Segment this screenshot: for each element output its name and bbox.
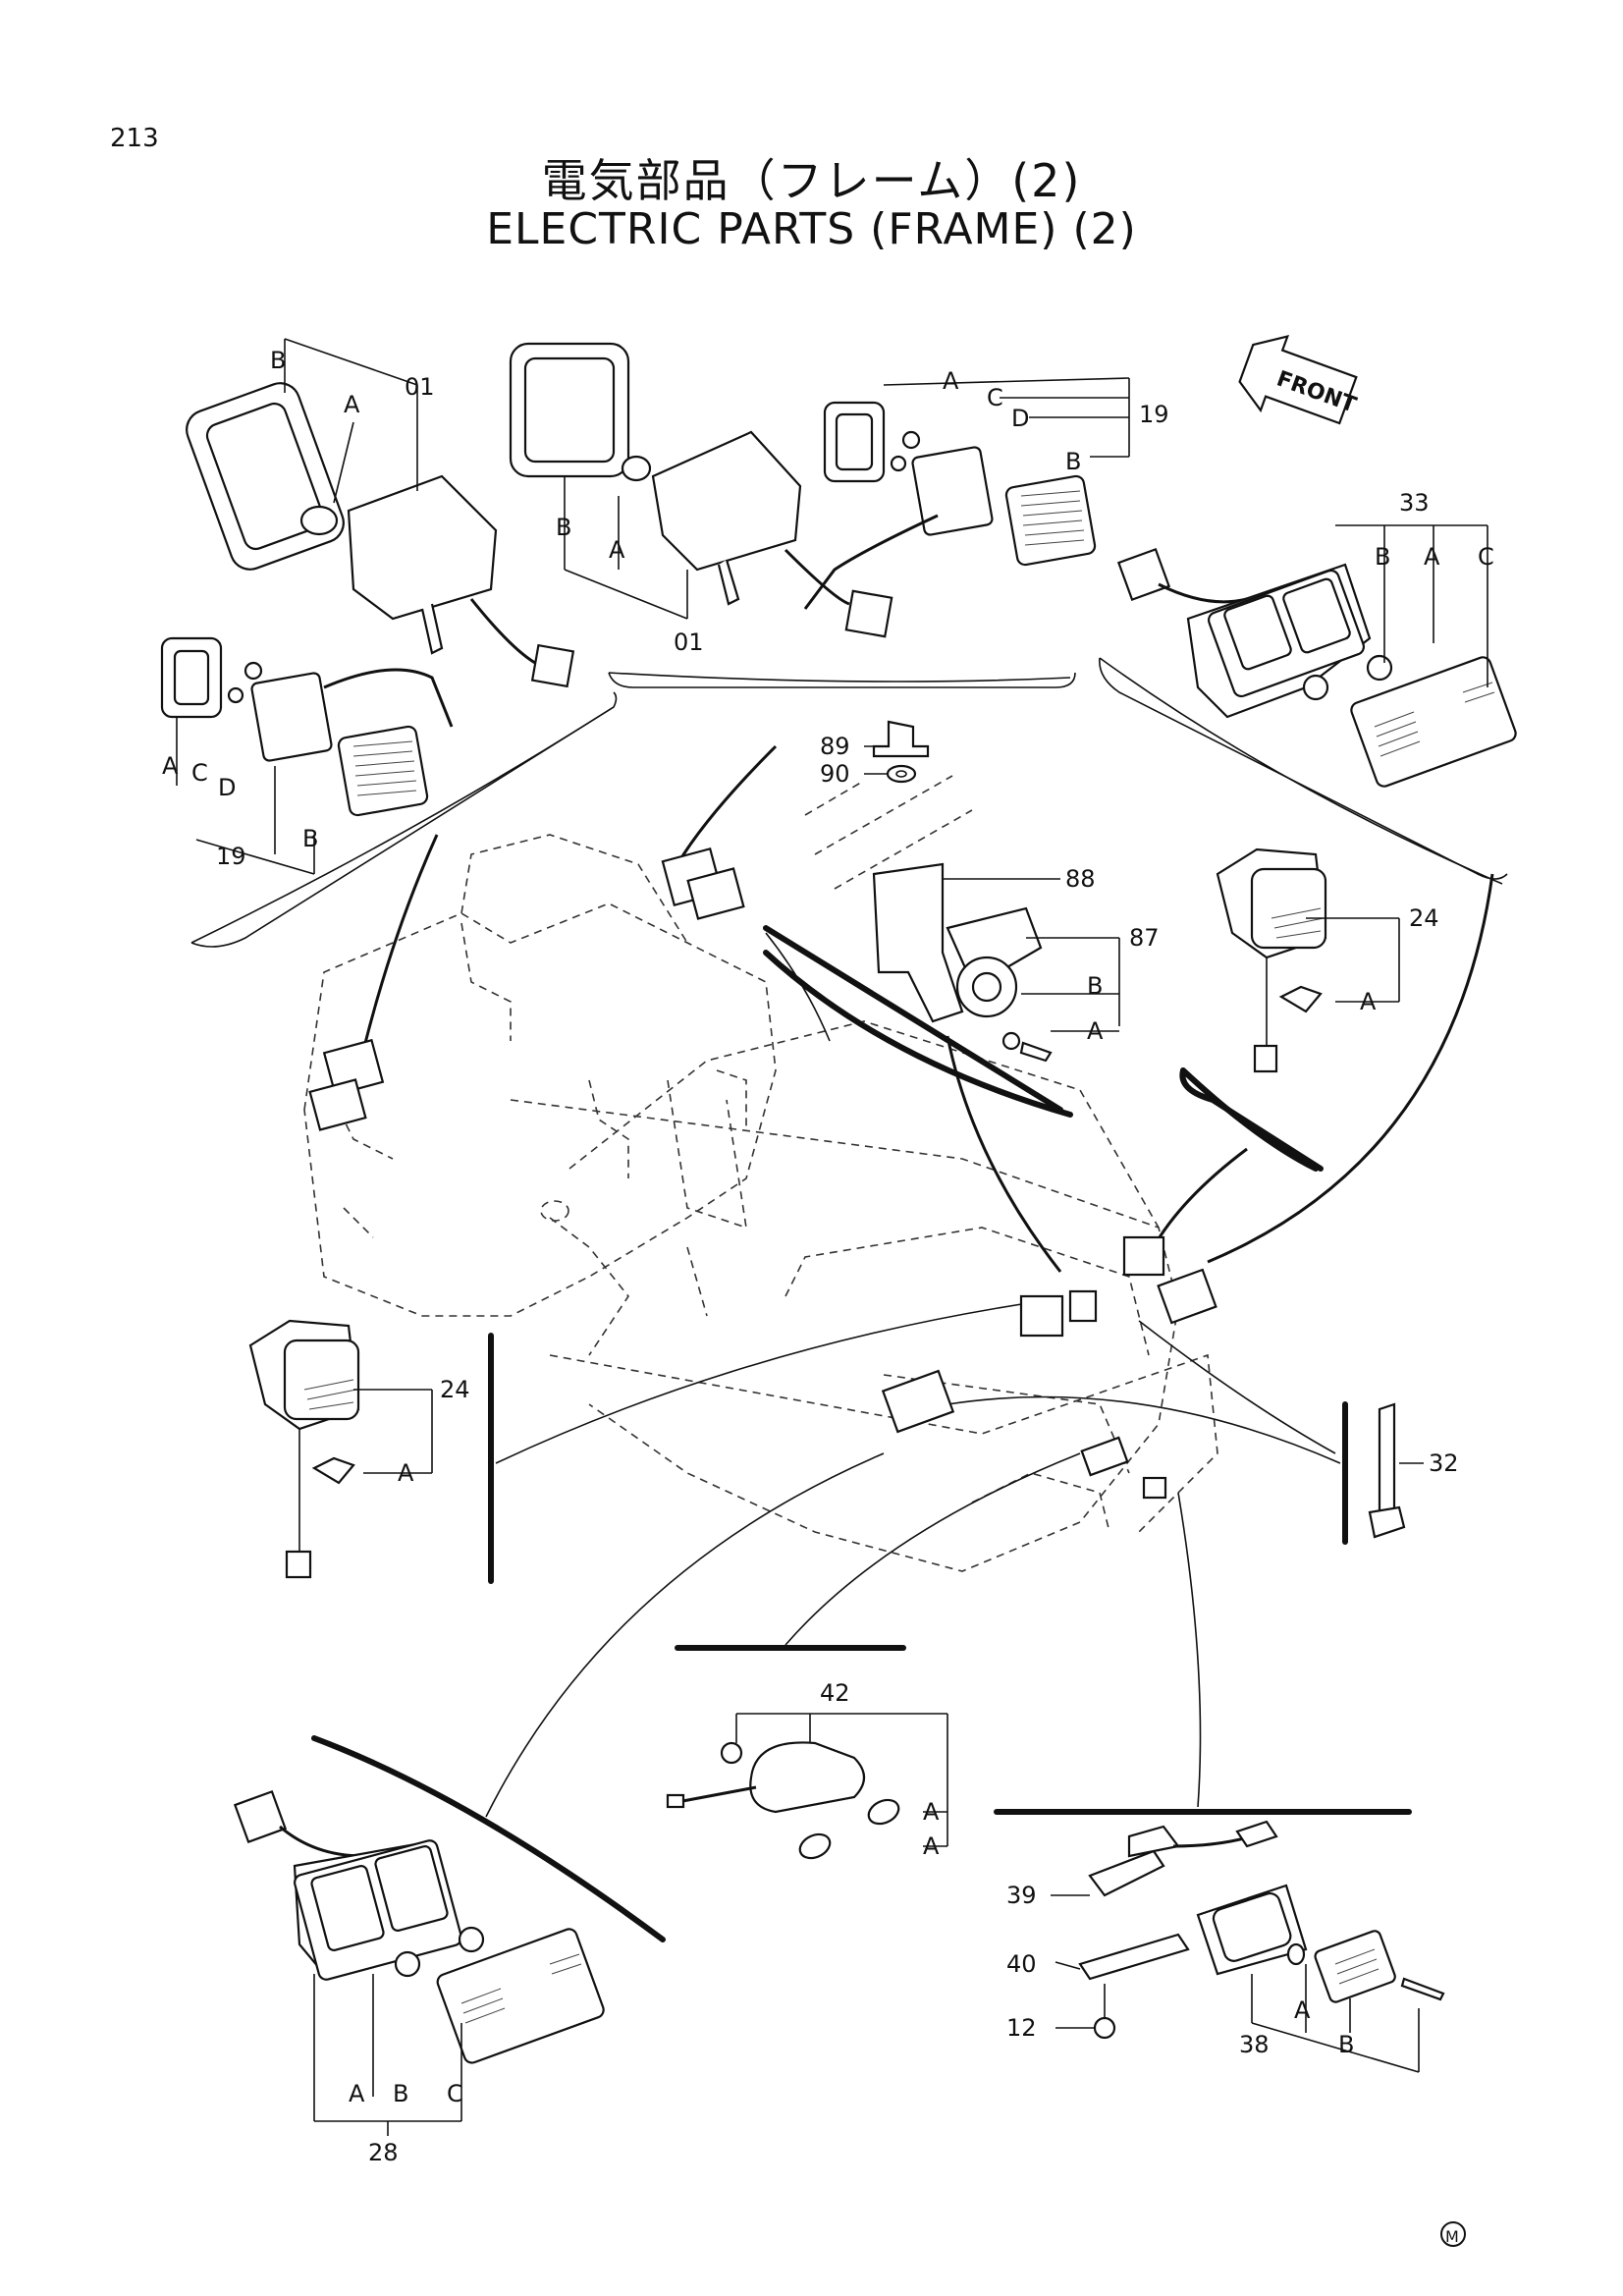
bracket-top-left <box>190 691 618 948</box>
label-28-A: A <box>349 2080 365 2107</box>
label-38-B: B <box>1338 2031 1354 2058</box>
callout-33: 33 <box>1399 489 1430 517</box>
callout-89: 89 <box>820 733 850 760</box>
callout-88: 88 <box>1065 865 1096 893</box>
page-number: 213 <box>110 124 159 153</box>
label-19c-B: B <box>1065 448 1081 475</box>
corner-mark-letter: M <box>1445 2227 1459 2246</box>
label-01-A: A <box>344 391 360 418</box>
callout-19-left: 19 <box>216 843 246 870</box>
cable-clip-32: 32 <box>1368 1402 1459 1539</box>
callout-01-left: 01 <box>405 373 435 401</box>
work-lamp-group-24-left: 24 A <box>248 1319 470 1579</box>
group-brackets <box>190 657 1503 1942</box>
label-01-B: B <box>270 347 286 374</box>
label-28-B: B <box>393 2080 408 2107</box>
callout-39: 39 <box>1006 1882 1037 1909</box>
bracket-center <box>763 925 1063 1113</box>
callout-87: 87 <box>1129 924 1160 952</box>
label-19c-A: A <box>943 367 959 395</box>
side-lamp-group-19-center: A C D B 19 <box>803 367 1169 610</box>
label-42-A2: A <box>923 1832 940 1860</box>
label-38-A: A <box>1294 1996 1311 2024</box>
work-lamp-group-24-right: 24 A <box>1216 847 1439 1073</box>
machine-frame-outline <box>303 834 1218 1572</box>
label-19-A: A <box>162 752 179 780</box>
work-light-group-01-left: B A 01 <box>186 338 575 688</box>
frame-connectors <box>308 847 1217 1500</box>
label-19-B: B <box>302 825 318 852</box>
callout-32: 32 <box>1429 1449 1459 1477</box>
callout-01-center: 01 <box>674 629 704 656</box>
label-01c-A: A <box>609 536 625 564</box>
corner-mark: M <box>1440 2221 1466 2247</box>
callout-19-center: 19 <box>1139 401 1169 428</box>
room-lamp-group-42: 42 A A <box>666 1679 948 1860</box>
label-33-B: B <box>1375 543 1390 571</box>
callout-38: 38 <box>1239 2031 1270 2058</box>
callout-12: 12 <box>1006 2014 1037 2042</box>
bracket-right-lamp <box>1179 1067 1324 1172</box>
label-19-D: D <box>218 774 236 801</box>
work-light-group-01-center: B A 01 <box>509 342 893 656</box>
callout-90: 90 <box>820 760 850 788</box>
rear-lamp-group-28: A B C 28 <box>233 1789 605 2166</box>
title-english: ELECTRIC PARTS (FRAME) (2) <box>486 204 1137 254</box>
label-87-A: A <box>1087 1017 1104 1045</box>
label-01c-B: B <box>556 514 571 541</box>
callout-24-right: 24 <box>1409 904 1439 932</box>
callout-42: 42 <box>820 1679 850 1707</box>
rear-lamp-group-33: 33 B A C <box>1116 489 1517 788</box>
side-lamp-group-19-left: A C D B 19 <box>160 636 454 875</box>
callout-40: 40 <box>1006 1950 1037 1978</box>
bracket-top-right <box>1099 657 1508 880</box>
bracket-top-center <box>608 672 1076 688</box>
callout-24-left: 24 <box>440 1376 470 1403</box>
callout-28: 28 <box>368 2139 399 2166</box>
label-24r-A: A <box>1360 988 1377 1015</box>
leader-wires <box>361 744 1494 1818</box>
label-19-C: C <box>191 759 208 787</box>
title-japanese: 電気部品（フレーム）(2) <box>541 154 1082 207</box>
license-lamp-group-38: 39 40 12 A B 38 <box>1006 1820 1445 2073</box>
front-direction-marker: FRONT <box>1238 335 1359 425</box>
label-19c-D: D <box>1011 405 1029 432</box>
label-33-C: C <box>1478 543 1494 571</box>
label-87-B: B <box>1087 972 1103 1000</box>
label-42-A1: A <box>923 1798 940 1826</box>
label-33-A: A <box>1424 543 1440 571</box>
label-24l-A: A <box>398 1459 414 1487</box>
horn-bracket-group: 89 90 88 87 B A <box>804 720 1160 1063</box>
label-28-C: C <box>447 2080 463 2107</box>
label-19c-C: C <box>987 384 1003 411</box>
